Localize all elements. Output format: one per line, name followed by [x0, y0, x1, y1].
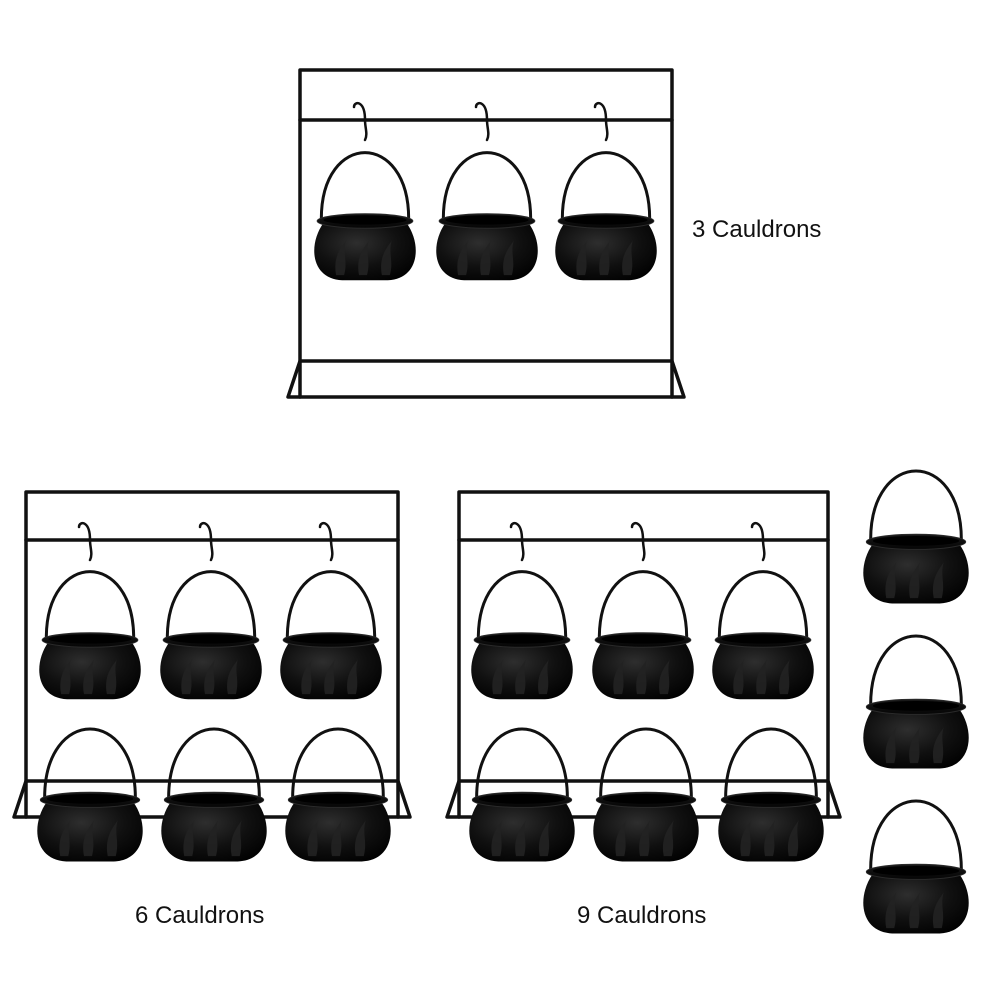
cauldron-9-bottom-2 — [593, 727, 699, 862]
s-hook-icon — [474, 101, 490, 142]
cauldron-6-top-2 — [160, 570, 262, 700]
cauldron-3-1 — [314, 151, 416, 281]
cauldron-loose-1 — [863, 469, 969, 604]
display-rack-3 — [286, 68, 686, 399]
s-hook-icon — [630, 521, 646, 562]
s-hook-icon — [750, 521, 766, 562]
cauldron-3-3 — [555, 151, 657, 281]
cauldron-3-2 — [436, 151, 538, 281]
cauldron-loose-2 — [863, 634, 969, 769]
s-hook-icon — [198, 521, 214, 562]
s-hook-icon — [352, 101, 368, 142]
caption-3-cauldrons: 3 Cauldrons — [692, 216, 822, 243]
cauldron-loose-3 — [863, 799, 969, 934]
cauldron-6-top-1 — [39, 570, 141, 700]
s-hook-icon — [77, 521, 93, 562]
cauldron-9-top-1 — [471, 570, 573, 700]
display-rack-9 — [445, 490, 842, 819]
s-hook-icon — [593, 101, 609, 142]
cauldron-9-bottom-3 — [718, 727, 824, 862]
s-hook-icon — [509, 521, 525, 562]
caption-9-cauldrons: 9 Cauldrons — [577, 902, 707, 929]
cauldron-9-top-3 — [712, 570, 814, 700]
display-rack-6 — [12, 490, 412, 819]
cauldron-6-bottom-1 — [37, 727, 143, 862]
cauldron-6-bottom-2 — [161, 727, 267, 862]
caption-6-cauldrons: 6 Cauldrons — [135, 902, 265, 929]
cauldron-6-top-3 — [280, 570, 382, 700]
s-hook-icon — [318, 521, 334, 562]
cauldron-9-bottom-1 — [469, 727, 575, 862]
cauldron-9-top-2 — [592, 570, 694, 700]
cauldron-6-bottom-3 — [285, 727, 391, 862]
